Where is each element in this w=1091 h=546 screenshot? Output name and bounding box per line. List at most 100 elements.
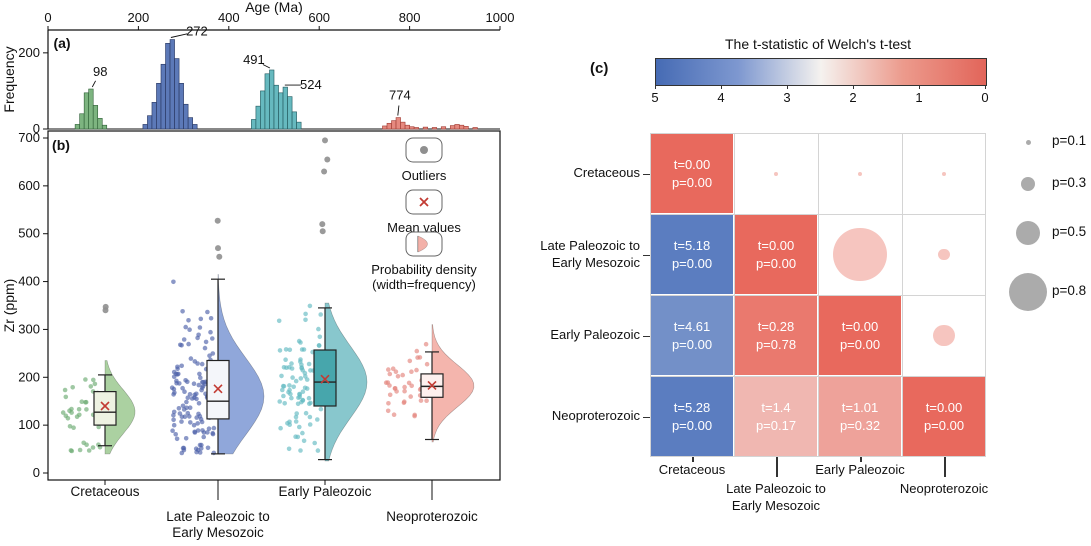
scatter-point: [171, 422, 177, 428]
group-label: Early Paleozoic: [278, 484, 371, 499]
scatter-point: [185, 410, 191, 416]
legend-bubble-label: p=0.3: [1052, 175, 1087, 190]
scatter-point: [208, 316, 214, 321]
scatter-point: [206, 426, 212, 432]
scatter-point: [279, 373, 284, 379]
scatter-point: [183, 436, 189, 441]
scatter-point: [76, 407, 82, 412]
violin-half: [431, 324, 475, 443]
scatter-point: [74, 414, 80, 420]
matrix-col-label: Early Paleozoic: [780, 462, 940, 479]
cell-t-value: t=5.28: [673, 399, 711, 415]
histogram-bar: [287, 96, 293, 130]
scatter-point: [171, 392, 176, 397]
scatter-point: [84, 407, 89, 412]
scatter-point: [196, 382, 202, 388]
scatter-point: [409, 369, 414, 375]
histogram-bar: [422, 126, 428, 130]
scatter-point: [284, 365, 289, 371]
scatter-point: [200, 383, 206, 389]
scatter-point: [189, 396, 195, 401]
scatter-point: [183, 324, 188, 330]
scatter-point: [60, 410, 66, 415]
scatter-point: [424, 398, 429, 404]
histogram-bar: [174, 58, 180, 130]
outlier-point: [216, 253, 223, 260]
histogram-bar: [382, 125, 388, 130]
p-value-bubble: [858, 171, 862, 176]
scatter-point: [83, 399, 89, 405]
scatter-point: [195, 421, 200, 426]
histogram-bar: [92, 105, 99, 130]
scatter-point: [303, 311, 308, 317]
legend-bubble-label: p=0.5: [1052, 224, 1087, 239]
y-tick-label: 500: [18, 226, 40, 241]
scatter-point: [173, 432, 178, 437]
annotation-leader: [397, 105, 400, 116]
scatter-point: [294, 411, 300, 416]
matrix-row-label: Neoproterozoic: [540, 399, 640, 435]
histogram-bar: [183, 103, 189, 130]
histogram-bar: [178, 83, 184, 130]
y-tick-label: 100: [18, 417, 40, 432]
histogram-bar: [391, 120, 397, 130]
scatter-point: [174, 380, 179, 386]
violin-half: [324, 302, 368, 462]
col-tick: [692, 457, 694, 462]
colorbar-tick-label: 0: [981, 90, 989, 105]
scatter-point: [205, 309, 210, 315]
histogram-bar: [400, 121, 406, 130]
matrix-grid-line: [902, 133, 903, 457]
cell-t-value: t=5.18: [673, 237, 711, 253]
scatter-point: [289, 361, 294, 366]
histogram-bar: [147, 115, 153, 130]
outlier-point: [324, 156, 331, 163]
scatter-point: [283, 357, 288, 363]
cell-t-value: t=1.01: [841, 399, 879, 415]
scatter-point: [174, 436, 180, 442]
scatter-point: [62, 387, 68, 393]
histogram-bar: [386, 122, 392, 130]
annotation-leader: [262, 64, 271, 69]
scatter-point: [287, 347, 293, 353]
histogram-bar: [97, 118, 103, 130]
matrix-row-label: Cretaceous: [540, 156, 640, 192]
scatter-point: [278, 425, 283, 431]
scatter-point: [286, 446, 292, 452]
scatter-point: [300, 389, 306, 395]
histogram-bar: [278, 92, 284, 130]
scatter-point: [179, 450, 185, 456]
scatter-point: [293, 378, 299, 384]
scatter-point: [83, 377, 88, 382]
scatter-point: [387, 392, 393, 398]
cell-p-value: p=0.32: [839, 417, 881, 433]
scatter-point: [293, 434, 298, 440]
violin-half: [104, 360, 136, 455]
y-tick-label: 200: [18, 369, 40, 384]
outlier-legend-icon: [420, 146, 428, 154]
scatter-point: [385, 380, 391, 385]
histogram-bar: [404, 124, 410, 130]
peak-annotation: 272: [186, 24, 208, 39]
scatter-point: [417, 355, 423, 360]
scatter-point: [291, 384, 297, 390]
scatter-point: [67, 408, 72, 414]
scatter-point: [393, 369, 399, 375]
scatter-point: [196, 332, 201, 338]
histogram-bar: [413, 127, 419, 130]
legend-bubble-label: p=0.8: [1052, 283, 1087, 298]
p-value-bubble: [774, 171, 778, 176]
scatter-point: [306, 361, 312, 367]
scatter-point: [198, 316, 204, 322]
x-tick-label: 800: [399, 10, 421, 25]
scatter-point: [92, 381, 98, 387]
scatter-point: [277, 399, 283, 404]
p-value-bubble: [938, 248, 950, 261]
scatter-point: [211, 450, 217, 456]
scatter-point: [211, 425, 217, 431]
legend-label: Outliers: [402, 168, 447, 183]
